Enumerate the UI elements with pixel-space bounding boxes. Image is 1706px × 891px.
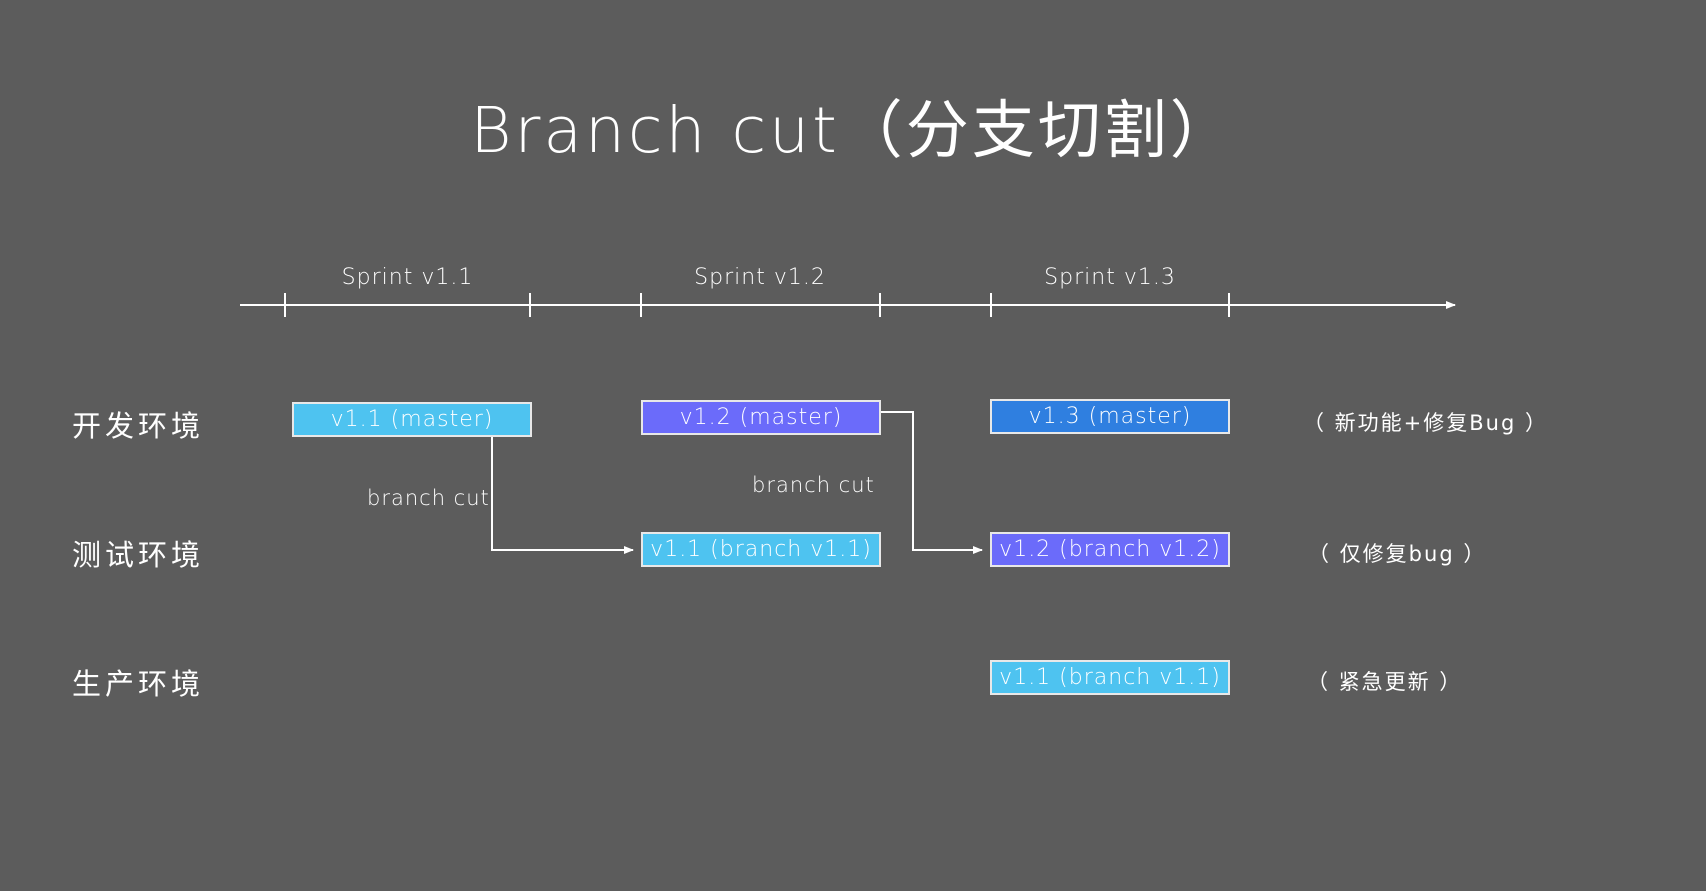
node-test-v1-2-branch[interactable]: v1.2 (branch v1.2) [990, 532, 1230, 567]
branch-cut-connector-1 [491, 437, 634, 554]
row-label-prod: 生产环境 [72, 667, 205, 701]
node-test-v1-1-branch[interactable]: v1.1 (branch v1.1) [641, 532, 881, 567]
node-label: v1.1 (master) [330, 407, 494, 432]
node-label: v1.2 (master) [679, 405, 843, 430]
branch-cut-label-2: branch cut [752, 473, 875, 497]
row-note-test: （ 仅修复bug ） [1308, 542, 1487, 566]
row-label-dev: 开发环境 [72, 409, 205, 443]
page-title: Branch cut（分支切割） [470, 94, 1236, 167]
row-note-dev: （ 新功能+修复Bug ） [1303, 411, 1548, 435]
node-dev-v1-2-master[interactable]: v1.2 (master) [641, 400, 881, 435]
node-label: v1.1 (branch v1.1) [999, 665, 1221, 690]
row-note-prod: （ 紧急更新 ） [1307, 670, 1463, 694]
node-dev-v1-3-master[interactable]: v1.3 (master) [990, 399, 1230, 434]
time-axis [240, 293, 1456, 317]
node-label: v1.2 (branch v1.2) [999, 537, 1221, 562]
sprint-label-v1-2: Sprint v1.2 [694, 265, 826, 290]
branch-cut-label-1: branch cut [367, 486, 490, 510]
node-dev-v1-1-master[interactable]: v1.1 (master) [292, 402, 532, 437]
branch-cut-connector-2 [881, 411, 983, 554]
sprint-label-v1-3: Sprint v1.3 [1044, 265, 1176, 290]
sprint-label-v1-1: Sprint v1.1 [341, 265, 474, 290]
row-label-test: 测试环境 [72, 538, 205, 572]
node-label: v1.3 (master) [1028, 404, 1192, 429]
node-label: v1.1 (branch v1.1) [650, 537, 872, 562]
node-prod-v1-1-branch[interactable]: v1.1 (branch v1.1) [990, 660, 1230, 695]
